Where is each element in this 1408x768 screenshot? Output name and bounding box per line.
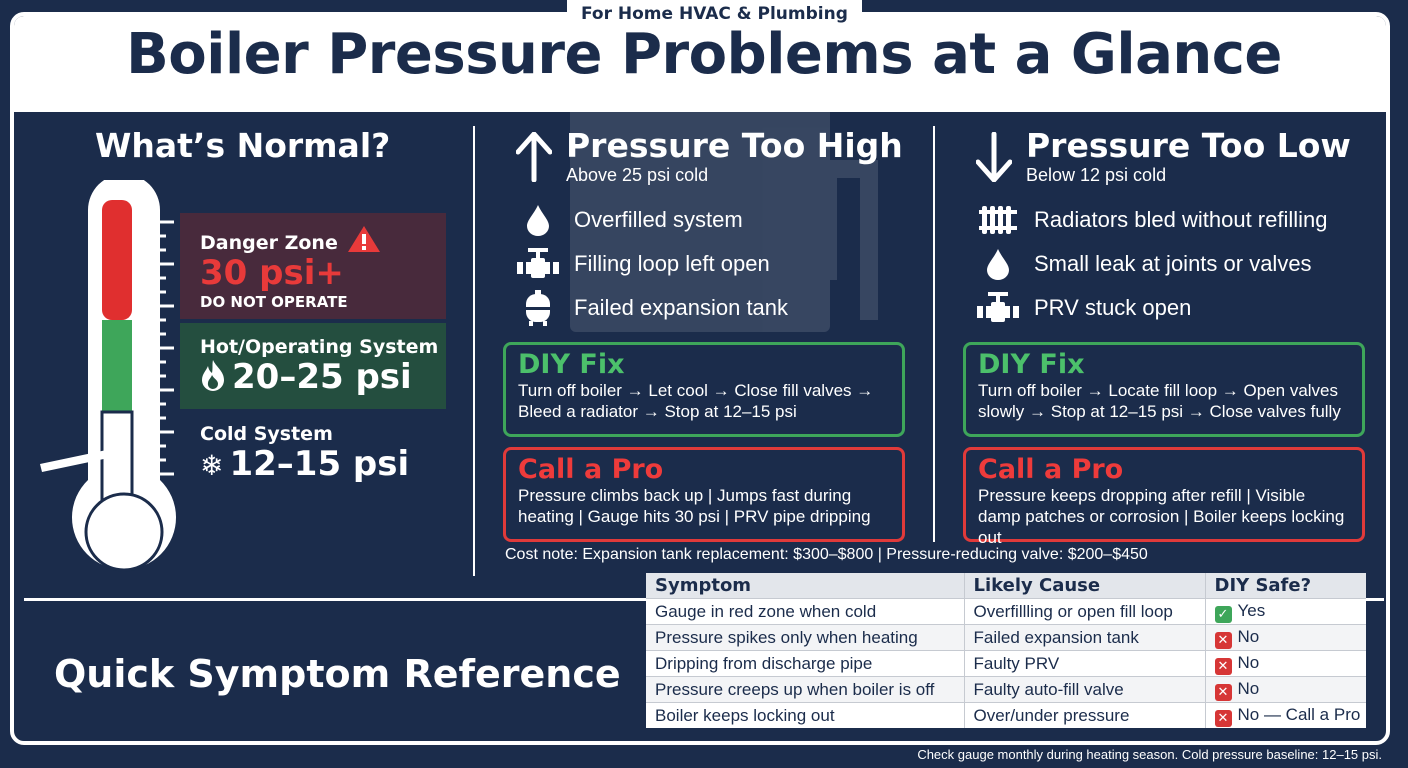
flame-icon	[202, 360, 224, 391]
call-pro-signs: Pressure keeps dropping after refill | V…	[978, 486, 1345, 548]
page-title: Boiler Pressure Problems at a Glance	[126, 22, 1282, 87]
diy-fix-steps: Turn off boiler → Let cool → Close fill …	[518, 381, 874, 422]
diy-safe-value: No	[1237, 678, 1260, 698]
high-cause-item: Failed expansion tank	[516, 288, 788, 328]
cause-cell: Faulty PRV	[963, 650, 1205, 677]
zone-label: Cold System	[200, 423, 333, 445]
diy-safe-value: No	[1237, 652, 1260, 672]
cause-text: Radiators bled without refilling	[1034, 207, 1328, 232]
valve-icon	[977, 292, 1019, 322]
diy-safe-value: No	[1237, 626, 1260, 646]
column-divider	[473, 126, 475, 576]
diy-safe-cell: ✕ No	[1204, 650, 1366, 677]
symptom-cell: Gauge in red zone when cold	[646, 598, 964, 625]
diy-fix-title: DIY Fix	[978, 349, 1085, 380]
zone-note: DO NOT OPERATE	[200, 293, 348, 312]
cause-text: Small leak at joints or valves	[1034, 251, 1312, 276]
diy-safe-cell: ✕ No	[1204, 676, 1366, 703]
symptom-cell: Dripping from discharge pipe	[646, 650, 964, 677]
water-drop-icon	[527, 205, 549, 236]
low-diy-fix-box: DIY Fix Turn off boiler → Locate fill lo…	[963, 342, 1365, 437]
table-row: Gauge in red zone when cold Overfillling…	[646, 598, 1366, 625]
diy-fix-steps: Turn off boiler → Locate fill loop → Ope…	[978, 381, 1341, 422]
check-icon: ✓	[1214, 605, 1232, 623]
cause-text: PRV stuck open	[1034, 295, 1192, 320]
zone-label: Danger Zone	[200, 232, 338, 254]
cause-cell: Overfillling or open fill loop	[963, 598, 1205, 625]
column-header: Likely Cause	[963, 573, 1205, 599]
zone-value: 12–15 psi	[229, 444, 410, 484]
table-row: Pressure spikes only when heating Failed…	[646, 624, 1366, 651]
column-header: DIY Safe?	[1204, 573, 1366, 599]
cause-cell: Over/under pressure	[963, 702, 1205, 728]
cause-cell: Failed expansion tank	[963, 624, 1205, 651]
arrow-up-icon	[516, 132, 552, 182]
low-cause-item: Small leak at joints or valves	[976, 244, 1312, 284]
high-cause-item: Filling loop left open	[516, 244, 770, 284]
symptom-cell: Pressure creeps up when boiler is off	[646, 676, 964, 703]
diy-safe-cell: ✕ No — Call a Pro	[1204, 702, 1366, 728]
valve-icon	[517, 248, 559, 278]
call-pro-title: Call a Pro	[978, 454, 1124, 485]
symptom-table: Symptom Likely Cause DIY Safe? Gauge in …	[646, 573, 1366, 728]
diy-safe-value: No — Call a Pro	[1237, 704, 1361, 724]
x-icon: ✕	[1214, 631, 1232, 649]
normal-section-title: What’s Normal?	[95, 126, 391, 165]
column-divider	[933, 126, 935, 542]
low-section-title: Pressure Too Low	[1026, 126, 1351, 165]
title-band	[14, 16, 1386, 112]
high-section-title: Pressure Too High	[566, 126, 903, 165]
x-icon: ✕	[1214, 709, 1232, 727]
thermometer-icon	[40, 180, 176, 572]
boiler-watermark-icon	[570, 70, 878, 332]
arrow-down-icon	[976, 132, 1012, 182]
audience-badge: For Home HVAC & Plumbing	[567, 0, 862, 30]
warning-icon	[347, 226, 380, 252]
table-row: Dripping from discharge pipe Faulty PRV …	[646, 650, 1366, 677]
low-cause-item: PRV stuck open	[976, 288, 1191, 328]
x-icon: ✕	[1214, 657, 1232, 675]
snowflake-icon: ❄	[200, 449, 224, 482]
high-diy-fix-box: DIY Fix Turn off boiler → Let cool → Clo…	[503, 342, 905, 437]
cause-cell: Faulty auto-fill valve	[963, 676, 1205, 703]
cost-note: Cost note: Expansion tank replacement: $…	[505, 546, 1148, 563]
operating-zone-card: Hot/Operating System 20–25 psi	[180, 323, 446, 409]
high-section-subtitle: Above 25 psi cold	[566, 165, 708, 186]
cause-text: Failed expansion tank	[574, 295, 788, 321]
symptom-cell: Boiler keeps locking out	[646, 702, 964, 728]
call-pro-signs: Pressure climbs back up | Jumps fast dur…	[518, 486, 871, 527]
high-call-pro-box: Call a Pro Pressure climbs back up | Jum…	[503, 447, 905, 542]
zone-value: 30 psi+	[200, 253, 344, 293]
symptom-cell: Pressure spikes only when heating	[646, 624, 964, 651]
zone-value: 20–25 psi	[232, 357, 412, 397]
cause-text: Filling loop left open	[574, 251, 770, 277]
table-row: Boiler keeps locking out Over/under pres…	[646, 702, 1366, 728]
expansion-tank-icon	[526, 290, 550, 326]
low-cause-item: Radiators bled without refilling	[976, 200, 1328, 240]
footer-note: Check gauge monthly during heating seaso…	[917, 747, 1382, 762]
table-header-row: Symptom Likely Cause DIY Safe?	[646, 573, 1366, 599]
x-icon: ✕	[1214, 683, 1232, 701]
diy-fix-title: DIY Fix	[518, 349, 625, 380]
call-pro-title: Call a Pro	[518, 454, 664, 485]
reference-section-title: Quick Symptom Reference	[54, 652, 621, 696]
diy-safe-cell: ✓ Yes	[1204, 598, 1366, 625]
danger-zone-card: Danger Zone 30 psi+ DO NOT OPERATE	[180, 213, 446, 319]
diy-safe-cell: ✕ No	[1204, 624, 1366, 651]
water-drop-icon	[987, 249, 1009, 280]
radiator-icon	[979, 206, 1017, 234]
cold-zone-card: Cold System ❄12–15 psi	[180, 417, 446, 497]
zone-label: Hot/Operating System	[200, 336, 439, 358]
high-cause-item: Overfilled system	[516, 200, 743, 240]
low-section-subtitle: Below 12 psi cold	[1026, 165, 1167, 185]
table-row: Pressure creeps up when boiler is off Fa…	[646, 676, 1366, 703]
diy-safe-value: Yes	[1237, 600, 1266, 620]
column-header: Symptom	[646, 573, 964, 599]
cause-text: Overfilled system	[574, 207, 743, 233]
low-call-pro-box: Call a Pro Pressure keeps dropping after…	[963, 447, 1365, 547]
